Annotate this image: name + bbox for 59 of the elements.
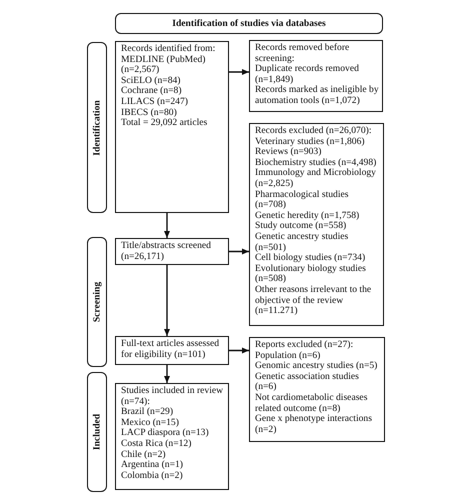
header-box bbox=[115, 13, 383, 34]
process-box bbox=[249, 123, 384, 326]
list-item: Argentina (n=1) bbox=[121, 460, 183, 471]
list-heading: Reports excluded (n=27): bbox=[255, 340, 354, 351]
stage-label: Identification bbox=[92, 100, 102, 156]
list-item: Immunology and Microbiology (n=2,825) bbox=[255, 168, 377, 190]
list-item: Genetic ancestry studies (n=501) bbox=[255, 232, 350, 253]
list-heading: Records identified from: bbox=[121, 44, 216, 55]
arrow bbox=[164, 265, 170, 336]
list-item: Biochemistry studies (n=4,498) bbox=[255, 158, 376, 168]
arrow bbox=[229, 69, 249, 75]
list-heading: Records removed before screening: bbox=[255, 43, 350, 64]
list-item: Genetic heredity (n=1,758) bbox=[255, 210, 360, 221]
step-text: Title/abstracts screened (n=26,171) bbox=[121, 241, 212, 262]
list-item: Chile (n=2) bbox=[121, 450, 166, 460]
list-item: Veterinary studies (n=1,806) bbox=[255, 136, 365, 147]
process-box bbox=[249, 337, 385, 442]
step-text: Full-text articles assessed for eligibility (n=101) bbox=[121, 339, 220, 360]
stage-band bbox=[87, 237, 107, 367]
stage-band bbox=[87, 42, 107, 213]
list-item: Cochrane (n=8) bbox=[121, 86, 182, 97]
process-box bbox=[115, 336, 229, 365]
list-item: Pharmacological studies (n=708) bbox=[255, 190, 350, 211]
process-box bbox=[115, 238, 229, 265]
list-item: Mexico (n=15) bbox=[121, 418, 179, 428]
list-item: Brazil (n=29) bbox=[121, 407, 174, 418]
stage-label: Screening bbox=[92, 282, 102, 322]
arrow bbox=[164, 365, 170, 383]
list-item: Gene x phenotype interactions (n=2) bbox=[255, 414, 373, 436]
arrow bbox=[229, 348, 249, 354]
list-item: Costa Rica (n=12) bbox=[121, 438, 192, 450]
arrow bbox=[229, 248, 249, 254]
list-heading: Records excluded (n=26,070): bbox=[255, 126, 372, 137]
list-item: Reviews (n=903) bbox=[255, 147, 322, 158]
list-item: LACP diaspora (n=13) bbox=[121, 428, 209, 439]
list-item: Evolutionary biology studies (n=508) bbox=[255, 264, 367, 285]
list-item: Colombia (n=2) bbox=[121, 470, 183, 482]
process-box bbox=[115, 41, 229, 213]
list-item: Population (n=6) bbox=[255, 350, 320, 362]
process-box bbox=[249, 40, 383, 112]
process-box bbox=[115, 383, 229, 490]
list-item: Cell biology studies (n=734) bbox=[255, 253, 366, 264]
list-item: Study outcome (n=558) bbox=[255, 221, 346, 232]
list-item: Total = 29,092 articles bbox=[121, 118, 208, 129]
list-heading: Studies included in review (n=74): bbox=[121, 386, 224, 407]
header-title: Identification of studies via databases bbox=[172, 18, 326, 29]
list-item: Records marked as ineligible by automation tools (n=1,072) bbox=[255, 85, 379, 107]
stage-band bbox=[87, 372, 107, 492]
list-item: Genomic ancestry studies (n=5) bbox=[255, 361, 378, 372]
list-item: Not cardiometabolic diseases related outcome (n=8) bbox=[255, 392, 368, 414]
list-item: SciELO (n=84) bbox=[121, 76, 180, 86]
stage-label: Included bbox=[92, 414, 102, 450]
list-item: Duplicate records removed (n=1,849) bbox=[255, 64, 360, 85]
list-item: LILACS (n=247) bbox=[121, 96, 188, 108]
arrow bbox=[164, 213, 170, 238]
list-item: IBECS (n=80) bbox=[121, 108, 177, 118]
list-item: MEDLINE (PubMed) (n=2,567) bbox=[121, 54, 206, 76]
list-item: Other reasons irrelevant to the objective of the review (n=11.271) bbox=[255, 284, 372, 317]
list-item: Genetic association studies (n=6) bbox=[255, 372, 360, 393]
